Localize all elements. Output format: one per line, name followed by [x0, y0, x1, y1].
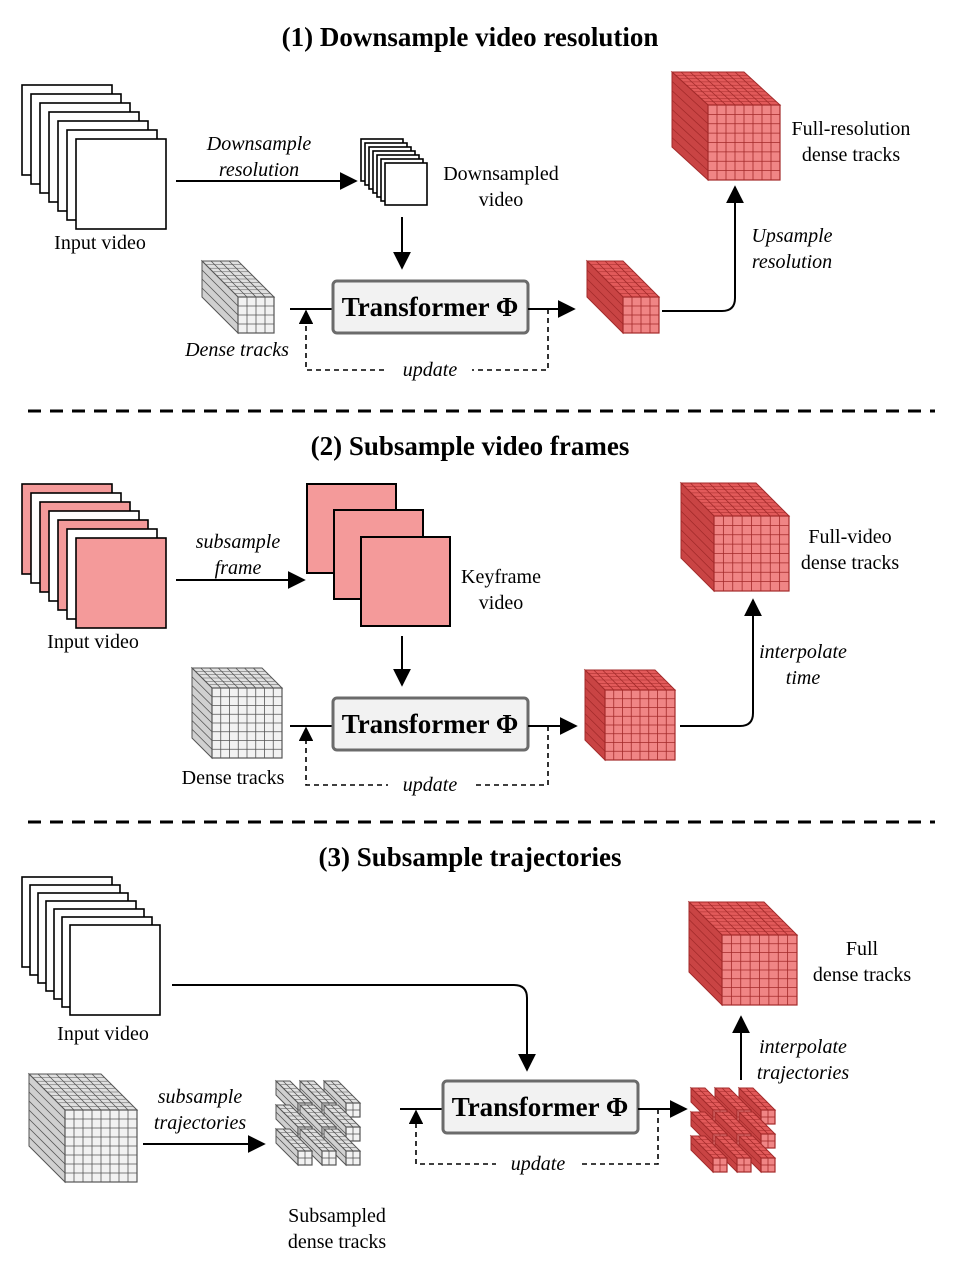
op2-label-line2: time [786, 667, 821, 689]
section-1-title: (1) Downsample video resolution [282, 22, 659, 52]
section-3-title: (3) Subsample trajectories [319, 842, 622, 872]
interpolate-time-arrow [680, 598, 762, 727]
intermediate-label-line1: Keyframe [461, 566, 541, 588]
input-video-label: Input video [54, 232, 146, 254]
op1-label-line2: resolution [219, 159, 299, 181]
transformer-box [331, 279, 530, 335]
subsampled-tracks-red [689, 1086, 777, 1174]
transformer-label: Transformer Φ [342, 292, 519, 322]
update-label: update [403, 359, 458, 381]
op2-label-line1: interpolate [759, 641, 847, 663]
subsampled-tracks-gray [274, 1079, 362, 1167]
op1-label-line2: frame [215, 557, 262, 579]
downsampled-video-frames [360, 138, 428, 206]
keyframe-video-frames [306, 483, 451, 627]
op2-label-line2: trajectories [757, 1062, 849, 1084]
input-video-frames [21, 483, 167, 629]
update-label-bg [388, 773, 472, 797]
intermediate-label-line2: video [479, 592, 523, 614]
input-video-frames [21, 876, 161, 1016]
section-2: (2) Subsample video frames Input video s… [21, 431, 900, 797]
intermediate-label-line2: video [479, 189, 523, 211]
dense-tracks-gray-block [190, 666, 284, 760]
video-to-transformer-arrow [172, 984, 536, 1072]
section-2-title: (2) Subsample video frames [311, 431, 630, 461]
full-tracks-red-block [687, 900, 799, 1007]
predicted-tracks-red-block [583, 668, 677, 762]
transformer-label: Transformer Φ [342, 709, 519, 739]
dense-tracks-gray-block [27, 1072, 139, 1184]
update-label-bg [388, 358, 472, 382]
op2-label-line1: Upsample [751, 225, 832, 247]
full-video-tracks-red-block [679, 481, 791, 593]
dense-tracks-label: Dense tracks [182, 767, 285, 789]
update-label: update [403, 774, 458, 796]
transformer-box [331, 696, 530, 752]
output-label-line1: Full-resolution [792, 118, 911, 140]
op2-label-line1: interpolate [759, 1036, 847, 1058]
output-label-line2: dense tracks [802, 144, 901, 166]
section-3: (3) Subsample trajectories Input video s… [21, 842, 912, 1253]
op1-label-line1: subsample [158, 1086, 243, 1108]
intermediate-label-line1: Downsampled [443, 163, 559, 185]
dense-tracks-gray-block [200, 259, 276, 335]
input-video-label: Input video [47, 631, 139, 653]
op1-label-line1: Downsample [206, 133, 312, 155]
output-label-line1: Full-video [808, 526, 891, 548]
op1-label-line1: subsample [196, 531, 281, 553]
intermediate-label-line1: Subsampled [288, 1205, 386, 1227]
output-label-line1: Full [846, 938, 879, 960]
predicted-tracks-red-block [585, 259, 661, 335]
output-label-line2: dense tracks [813, 964, 912, 986]
upsample-arrow [662, 185, 744, 312]
transformer-box [441, 1079, 640, 1135]
dense-tracks-label: Dense tracks [184, 339, 289, 361]
section-1: (1) Downsample video resolution Input vi… [21, 22, 911, 382]
op2-label-line2: resolution [752, 251, 832, 273]
update-label-bg [496, 1152, 580, 1176]
update-label: update [511, 1153, 566, 1175]
transformer-label: Transformer Φ [452, 1092, 629, 1122]
intermediate-label-line2: dense tracks [288, 1231, 387, 1253]
input-video-frames [21, 84, 167, 230]
output-label-line2: dense tracks [801, 552, 900, 574]
input-video-label: Input video [57, 1023, 149, 1045]
op1-label-line2: trajectories [154, 1112, 246, 1134]
full-resolution-tracks-red-block [670, 70, 782, 182]
